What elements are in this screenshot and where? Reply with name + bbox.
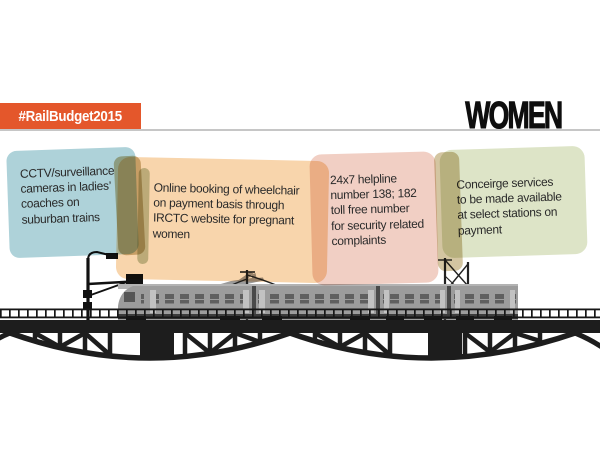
hashtag-badge: #RailBudget2015 bbox=[0, 103, 141, 130]
truss-bridge-icon bbox=[0, 320, 600, 370]
card-wheelchair-booking-text: Online booking of wheelchair on payment … bbox=[152, 180, 300, 242]
section-title: WOMEN bbox=[464, 95, 563, 137]
bridge-railing bbox=[0, 308, 600, 319]
card-cctv-text: CCTV/surveillance cameras in ladies’ coa… bbox=[19, 163, 115, 227]
divider-line bbox=[0, 129, 600, 131]
hashtag-badge-label: #RailBudget2015 bbox=[18, 108, 123, 125]
card-wheelchair-booking: Online booking of wheelchair on payment … bbox=[115, 156, 330, 284]
card-helpline: 24x7 helpline number 138; 182 toll free … bbox=[309, 151, 439, 286]
card-concierge-text: Conceirge services to be made available … bbox=[456, 174, 562, 238]
train-bridge-illustration bbox=[0, 250, 600, 370]
card-concierge: Conceirge services to be made available … bbox=[439, 145, 588, 259]
card-helpline-text: 24x7 helpline number 138; 182 toll free … bbox=[329, 171, 425, 249]
